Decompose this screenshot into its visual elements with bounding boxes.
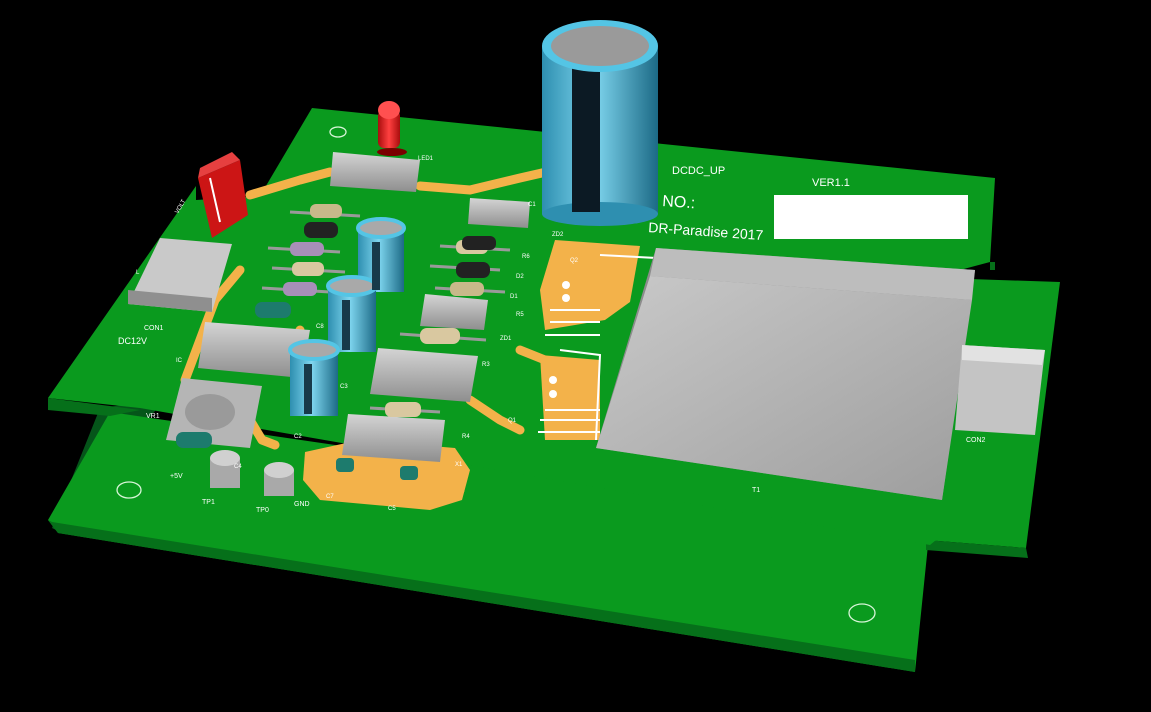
label-c2: C2 — [294, 434, 302, 440]
label-led1: LED1 — [418, 156, 434, 162]
label-r3: R3 — [482, 362, 490, 368]
label-tp0: TP0 — [256, 507, 269, 514]
electrolytic-capacitors — [288, 217, 406, 416]
bulk-capacitor — [542, 20, 658, 226]
board-version: VER1.1 — [812, 177, 850, 189]
label-r4: R4 — [462, 434, 470, 440]
label-plus5v: +5V — [170, 473, 183, 480]
label-c3: C3 — [340, 384, 348, 390]
label-zd2: ZD2 — [552, 232, 564, 238]
ic-chips — [166, 152, 530, 462]
label-r5: R5 — [516, 312, 524, 318]
label-d2: D2 — [516, 274, 524, 280]
label-zd1: ZD1 — [500, 336, 512, 342]
label-q1: Q1 — [508, 418, 517, 424]
resistor-bodies — [176, 204, 496, 448]
label-q2: Q2 — [570, 258, 579, 264]
transformer-t1 — [596, 248, 975, 500]
label-x1: X1 — [455, 462, 463, 468]
label-dc12v: DC12V — [118, 336, 147, 346]
trimmer-volt — [198, 152, 248, 238]
label-vr1: VR1 — [146, 413, 160, 420]
label-d1: D1 — [510, 294, 518, 300]
label-c1: C1 — [528, 202, 536, 208]
label-gnd: GND — [294, 501, 310, 508]
test-points — [210, 450, 294, 496]
led1 — [377, 101, 407, 156]
ceramic-capacitors — [336, 458, 418, 480]
label-l: L — [136, 270, 140, 276]
label-c4: C4 — [234, 464, 242, 470]
label-con2: CON2 — [966, 437, 986, 444]
label-c7: C7 — [326, 494, 334, 500]
label-r6: R6 — [522, 254, 530, 260]
board-no-label: NO.: — [662, 193, 696, 212]
label-c5: C5 — [388, 506, 396, 512]
label-t1: T1 — [752, 487, 760, 494]
label-tp1: TP1 — [202, 499, 215, 506]
connector-con1 — [128, 238, 232, 312]
connector-con2 — [955, 345, 1045, 435]
label-ic: IC — [176, 358, 183, 364]
board-title: DCDC_UP — [672, 165, 725, 177]
label-con1: CON1 — [144, 325, 164, 332]
label-c8: C8 — [316, 324, 324, 330]
